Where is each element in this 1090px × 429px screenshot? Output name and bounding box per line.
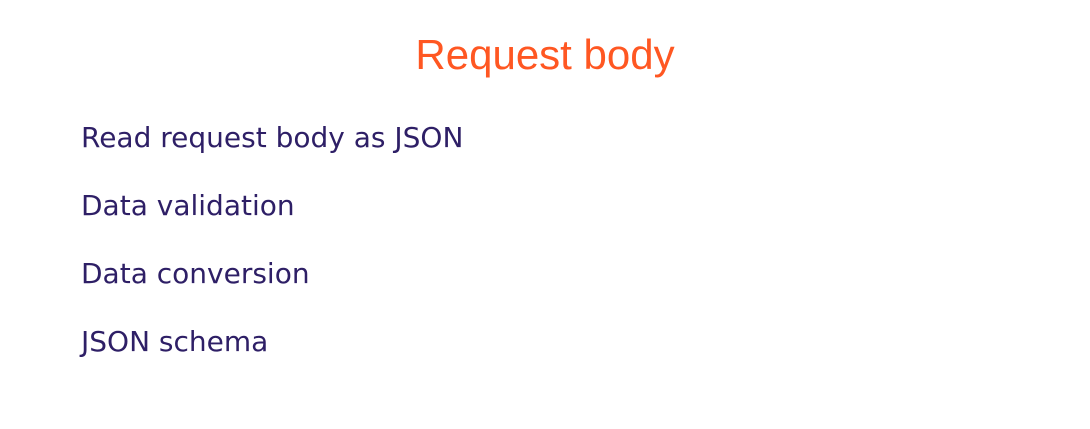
slide-title: Request body — [415, 31, 675, 78]
bullet-item: JSON schema — [81, 325, 269, 358]
bullet-item: Data conversion — [81, 257, 310, 290]
bullet-list: Read request body as JSON Data validatio… — [81, 118, 463, 390]
bullet-item: Data validation — [81, 189, 295, 222]
bullet-item: Read request body as JSON — [81, 121, 464, 154]
